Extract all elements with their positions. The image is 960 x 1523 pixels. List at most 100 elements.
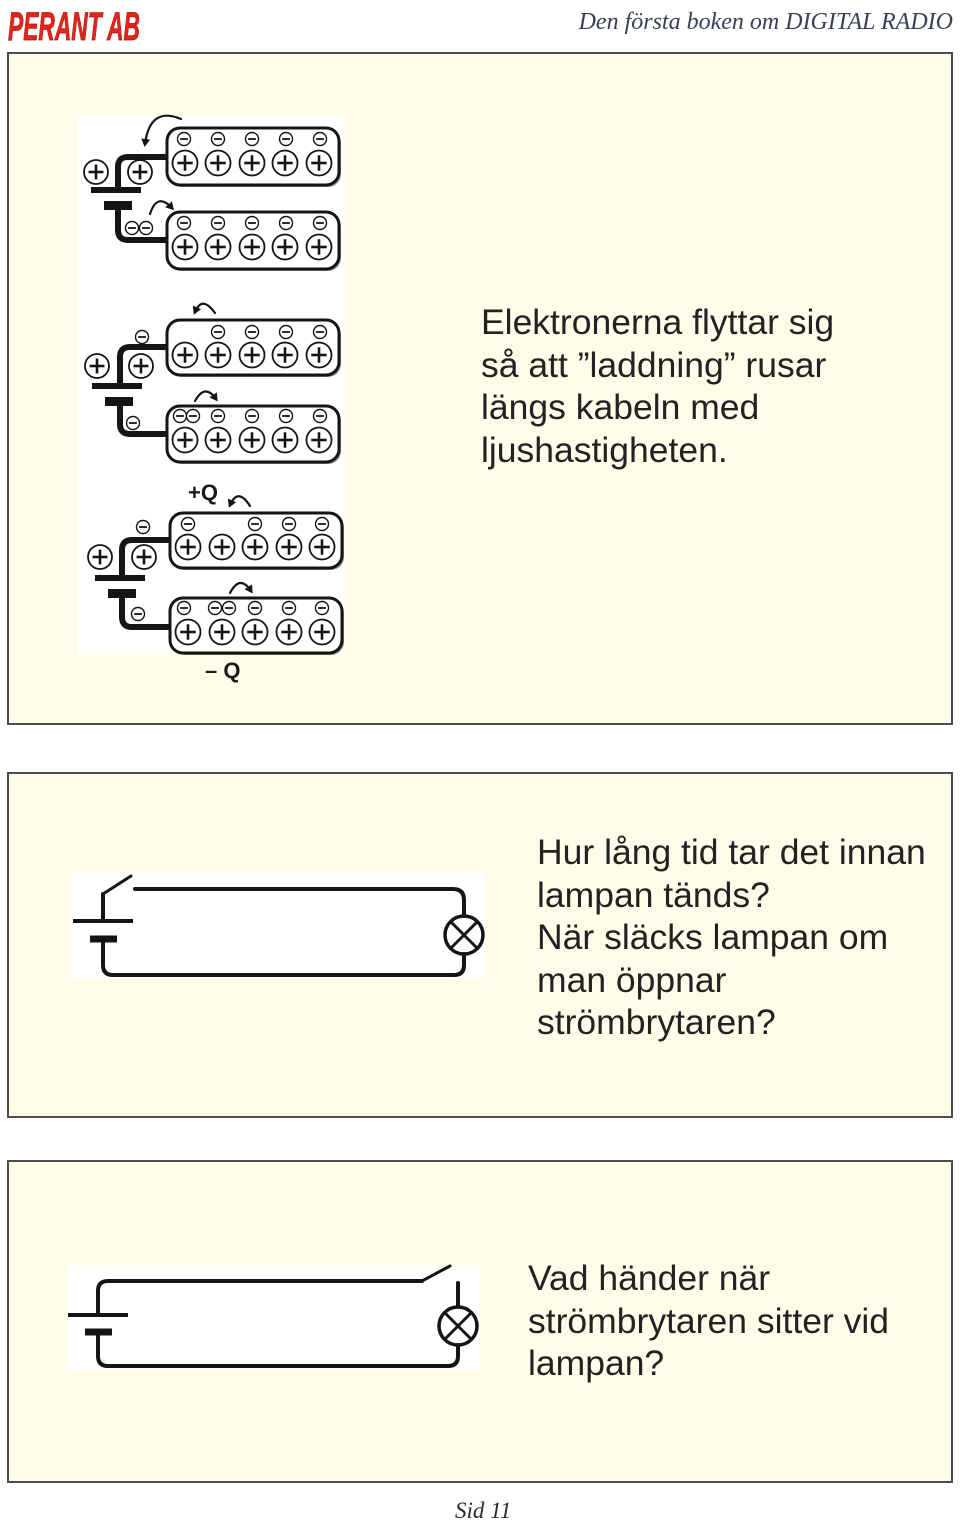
positive-charge-label: +Q <box>188 480 218 505</box>
negative-charge-label: – Q <box>205 658 241 683</box>
plus-charge-icon <box>127 159 153 185</box>
minus-charge-icon <box>244 324 260 340</box>
caption-line: längs kabeln med <box>481 387 760 427</box>
plus-charge-icon <box>131 544 157 570</box>
wire <box>117 344 173 388</box>
lamp-filament <box>450 921 478 949</box>
plus-charge-icon <box>174 533 202 561</box>
wire <box>115 205 173 243</box>
wire <box>133 887 466 918</box>
flow-arrow-head <box>209 392 218 402</box>
conductor-top <box>165 318 341 377</box>
battery-plate-negative <box>105 397 133 406</box>
minus-charge-icon <box>185 408 201 424</box>
flow-arrow-icon <box>148 200 175 216</box>
plus-charge-icon <box>174 618 202 646</box>
plus-charge-icon <box>271 426 299 454</box>
panel-charge-flow: +Q – Q Elektronerna flyttar sig så att ”… <box>7 52 953 725</box>
circuit-diagram <box>67 1264 480 1370</box>
flow-arrow-icon <box>141 114 183 147</box>
plus-charge-icon <box>271 149 299 177</box>
minus-charge-icon <box>221 600 237 616</box>
wire <box>119 593 176 630</box>
plus-charge-icon <box>308 533 336 561</box>
charge-stage-2 <box>84 302 341 464</box>
plus-charge-icon <box>171 426 199 454</box>
minus-charge-icon <box>312 324 328 340</box>
minus-charge-icon <box>180 516 196 532</box>
minus-charge-icon <box>247 516 263 532</box>
minus-charge-icon <box>130 606 146 622</box>
switch-blade <box>420 1264 452 1283</box>
plus-charge-icon <box>87 544 113 570</box>
flow-arrow-head <box>227 498 237 508</box>
minus-charge-icon <box>176 215 192 231</box>
plus-charge-icon <box>238 426 266 454</box>
plus-charge-icon <box>271 233 299 261</box>
minus-charge-icon <box>135 519 151 535</box>
battery-icon <box>83 159 153 210</box>
caption-line: strömbrytaren sitter vid <box>528 1300 890 1341</box>
plus-charge-icon <box>275 533 303 561</box>
minus-charge-icon <box>244 131 260 147</box>
flow-arrow-icon <box>193 390 218 403</box>
charge-stage-1 <box>83 114 341 271</box>
plus-charge-icon <box>171 233 199 261</box>
panel-caption: Elektronerna flyttar sig så att ”laddnin… <box>481 301 834 471</box>
minus-charge-icon <box>312 131 328 147</box>
caption-line: lampan? <box>528 1343 665 1383</box>
minus-charge-icon <box>125 415 141 431</box>
minus-charge-icon <box>314 600 330 616</box>
wire <box>119 537 176 580</box>
plus-charge-icon <box>238 233 266 261</box>
wire <box>101 939 466 977</box>
minus-charge-icon <box>210 408 226 424</box>
flow-arrow-icon <box>228 581 253 595</box>
battery-icon <box>87 544 157 598</box>
conductor-bottom <box>165 404 341 464</box>
minus-charge-icon <box>278 324 294 340</box>
minus-charge-icon <box>312 408 328 424</box>
minus-charge-icon <box>176 131 192 147</box>
minus-charge-icon <box>278 215 294 231</box>
plus-charge-icon <box>84 353 110 379</box>
plus-charge-icon <box>204 149 232 177</box>
battery-plate-positive <box>95 575 145 581</box>
caption-line: ljushastigheten. <box>481 429 728 470</box>
plus-charge-icon <box>271 341 299 369</box>
wire <box>96 1279 424 1315</box>
logo-text: PERANT AB <box>8 5 140 49</box>
plus-charge-icon <box>208 533 236 561</box>
conductor-bottom <box>165 210 341 271</box>
plus-charge-icon <box>305 149 333 177</box>
battery-plate-positive <box>91 187 141 193</box>
flow-arrow-head <box>165 201 175 211</box>
flow-arrow-shaft <box>143 114 183 146</box>
book-title: Den första boken om DIGITAL RADIO <box>578 9 953 35</box>
caption-line: Vad händer när <box>528 1258 771 1298</box>
panel-switch-at-battery: Hur lång tid tar det innan lampan tänds?… <box>7 772 953 1118</box>
switch-icon <box>101 874 133 896</box>
plus-charge-icon <box>241 533 269 561</box>
minus-charge-icon <box>210 131 226 147</box>
flow-arrow-head <box>244 584 253 594</box>
plus-charge-icon <box>128 353 154 379</box>
minus-charge-icon <box>312 215 328 231</box>
plus-charge-icon <box>238 149 266 177</box>
flow-arrow-head <box>141 138 151 147</box>
charge-stage-3 <box>87 495 344 655</box>
circuit-diagram <box>72 873 485 978</box>
caption-line: När släcks lampan om <box>537 917 889 957</box>
plus-charge-icon <box>238 341 266 369</box>
switch-blade <box>101 874 133 896</box>
panel-caption: Vad händer när strömbrytaren sitter vid … <box>528 1257 889 1385</box>
plus-charge-icon <box>204 426 232 454</box>
plus-charge-icon <box>208 618 236 646</box>
lamp-filament <box>444 1312 472 1340</box>
minus-charge-icon <box>281 516 297 532</box>
caption-line: lampan tänds? <box>537 874 770 915</box>
minus-charge-icon <box>244 215 260 231</box>
minus-charge-icon <box>314 516 330 532</box>
caption-line: så att ”laddning” rusar <box>481 344 827 385</box>
